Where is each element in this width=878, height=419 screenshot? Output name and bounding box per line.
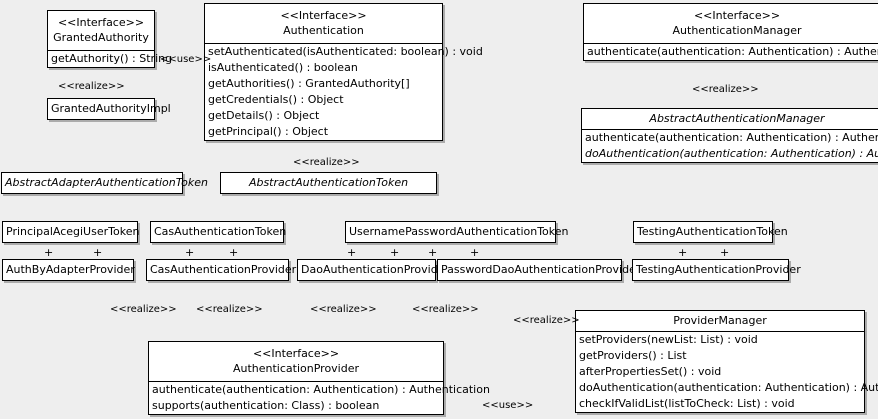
method-item: getProviders() : List [579,349,687,362]
class-name: AuthenticationManager [672,24,802,37]
edge-label-realize-dao: <<realize>> [310,304,377,315]
class-dao-authentication-provider[interactable]: DaoAuthenticationProvider [297,259,449,281]
method-item: setAuthenticated(isAuthenticated: boolea… [208,45,483,58]
class-name: CasAuthenticationProvider [150,263,297,276]
assoc-multiplicity-plus: + [470,246,480,259]
edge-label-use-authentication-grantedauthority: <<use>> [160,54,212,65]
class-granted-authority[interactable]: <<Interface>> GrantedAuthority getAuthor… [47,10,173,68]
method-item: authenticate(authentication: Authenticat… [152,383,490,396]
class-authentication[interactable]: <<Interface>> Authentication setAuthenti… [204,3,483,141]
class-name: CasAuthenticationToken [154,225,287,238]
class-name: AuthByAdapterProvider [6,263,135,276]
assoc-multiplicity-plus: + [93,246,103,259]
class-header: <<Interface>> GrantedAuthority [48,11,154,50]
stereotype-label: <<Interface>> [57,16,145,29]
assoc-multiplicity-plus: + [44,246,54,259]
class-abstract-adapter-authentication-token[interactable]: AbstractAdapterAuthenticationToken [1,172,208,194]
method-item: setProviders(newList: List) : void [579,333,758,346]
class-name: AbstractAdapterAuthenticationToken [5,176,208,189]
method-item: authenticate(authentication: Authenticat… [587,45,878,58]
assoc-multiplicity-plus: + [229,246,239,259]
assoc-multiplicity-plus: + [347,246,357,259]
edge-label-use-providermanager-authenticationprovider: <<use>> [482,400,534,411]
method-item: supports(authentication: Class) : boolea… [152,399,380,412]
edge-label-realize-providermanager: <<realize>> [513,315,580,326]
class-name: PasswordDaoAuthenticationProvider [441,263,641,276]
class-name: TestingAuthenticationToken [637,225,788,238]
assoc-multiplicity-plus: + [390,246,400,259]
method-item: isAuthenticated() : boolean [208,61,358,74]
methods-compartment: setProviders(newList: List) : void getPr… [576,331,878,412]
edge-label-realize-authbyadapter: <<realize>> [110,304,177,315]
class-authentication-provider[interactable]: <<Interface>> AuthenticationProvider aut… [148,341,490,415]
class-name: AbstractAuthenticationToken [248,176,409,189]
class-cas-authentication-token[interactable]: CasAuthenticationToken [150,221,287,243]
method-item: getCredentials() : Object [208,93,344,106]
class-header: <<Interface>> AuthenticationManager [584,4,878,43]
method-item: afterPropertiesSet() : void [579,365,722,378]
method-item: doAuthentication(authentication: Authent… [585,147,878,160]
class-name: AbstractAuthenticationManager [649,112,825,125]
methods-compartment: authenticate(authentication: Authenticat… [149,381,490,414]
edge-label-realize-grantedauthorityimpl: <<realize>> [58,81,125,92]
class-name: TestingAuthenticationProvider [636,263,801,276]
class-name: AuthenticationProvider [232,362,360,375]
class-cas-authentication-provider[interactable]: CasAuthenticationProvider [146,259,297,281]
methods-compartment: authenticate(authentication: Authenticat… [584,43,878,60]
stereotype-label: <<Interface>> [693,9,781,22]
class-name: GrantedAuthority [53,31,149,44]
class-testing-authentication-token[interactable]: TestingAuthenticationToken [633,221,788,243]
class-username-password-authentication-token[interactable]: UsernamePasswordAuthenticationToken [345,221,569,243]
edge-label-realize-passworddao: <<realize>> [412,304,479,315]
class-name: PrincipalAcegiUserToken [6,225,140,238]
assoc-multiplicity-plus: + [720,246,730,259]
methods-compartment: authenticate(authentication: Authenticat… [582,129,878,162]
method-item: getDetails() : Object [208,109,320,122]
class-auth-by-adapter-provider[interactable]: AuthByAdapterProvider [2,259,135,281]
assoc-multiplicity-plus: + [185,246,195,259]
class-header: <<Interface>> Authentication [205,4,442,43]
class-name: UsernamePasswordAuthenticationToken [349,225,569,238]
method-item: getAuthorities() : GrantedAuthority[] [208,77,410,90]
edge-label-realize-abstractmanager-manager: <<realize>> [692,84,759,95]
method-item: checkIfValidList(listToCheck: List) : vo… [579,397,795,410]
assoc-multiplicity-plus: + [678,246,688,259]
class-name: GrantedAuthorityImpl [51,102,171,115]
methods-compartment: setAuthenticated(isAuthenticated: boolea… [205,43,483,140]
class-name: ProviderManager [673,314,767,327]
edge-label-realize-abstracttoken-authentication: <<realize>> [293,157,360,168]
class-name: Authentication [283,24,364,37]
methods-compartment: getAuthority() : String [48,50,173,67]
class-authentication-manager[interactable]: <<Interface>> AuthenticationManager auth… [583,3,878,61]
class-password-dao-authentication-provider[interactable]: PasswordDaoAuthenticationProvider [437,259,641,281]
edge-label-realize-cas: <<realize>> [196,304,263,315]
method-item: getAuthority() : String [51,52,173,65]
class-granted-authority-impl[interactable]: GrantedAuthorityImpl [47,98,171,120]
class-abstract-authentication-manager[interactable]: AbstractAuthenticationManager authentica… [581,108,878,163]
class-provider-manager[interactable]: ProviderManager setProviders(newList: Li… [575,310,878,413]
class-principal-acegi-user-token[interactable]: PrincipalAcegiUserToken [2,221,140,243]
class-name: DaoAuthenticationProvider [301,263,449,276]
class-testing-authentication-provider[interactable]: TestingAuthenticationProvider [632,259,801,281]
method-item: doAuthentication(authentication: Authent… [579,381,878,394]
stereotype-label: <<Interface>> [280,9,367,22]
assoc-multiplicity-plus: + [428,246,438,259]
class-abstract-authentication-token[interactable]: AbstractAuthenticationToken [220,172,437,194]
stereotype-label: <<Interface>> [252,347,340,360]
class-header: <<Interface>> AuthenticationProvider [149,342,443,381]
method-item: getPrincipal() : Object [208,125,329,138]
method-item: authenticate(authentication: Authenticat… [585,131,878,144]
